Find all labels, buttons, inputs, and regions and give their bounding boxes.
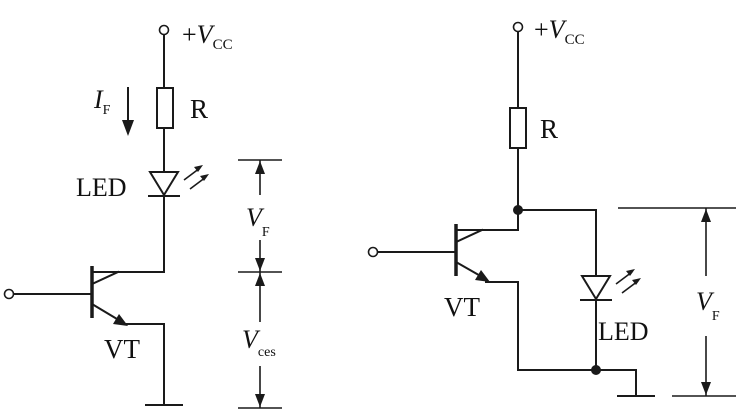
right-wire-ground [595,369,637,397]
left-current-label: IF [93,85,111,118]
left-vf-label: VF [246,203,270,240]
right-supply-terminal [512,21,524,33]
left-wire-led-collector [91,195,165,273]
left-transistor [90,266,128,326]
right-led-label: LED [598,317,649,346]
right-input-terminal [367,246,379,258]
right-wire-emitter-node [485,281,597,371]
right-transistor-label: VT [444,292,480,322]
left-input-terminal [3,288,15,300]
left-led-label: LED [76,173,127,202]
left-resistor [156,87,174,129]
left-circuit: +VCC R IF LED [3,20,282,409]
left-led [148,165,209,197]
left-resistor-label: R [190,94,208,124]
right-voltage-markers [618,207,736,397]
right-led [580,269,641,301]
left-current-arrow-icon [122,120,134,136]
right-wire-node-led [517,209,597,277]
left-supply-terminal [158,24,170,36]
left-voltage-markers [238,159,282,409]
right-resistor-label: R [540,114,558,144]
left-transistor-label: VT [104,334,140,364]
right-supply-label: +VCC [534,15,585,48]
right-vf-label: VF [696,287,720,324]
right-transistor [454,224,490,282]
left-supply-label: +VCC [182,20,233,53]
right-resistor [509,107,527,149]
left-vces-label: Vces [242,325,276,360]
right-circuit: +VCC R VT [367,15,736,397]
right-wire-node-collector [455,209,519,231]
left-wire-emitter-ground [123,323,165,406]
